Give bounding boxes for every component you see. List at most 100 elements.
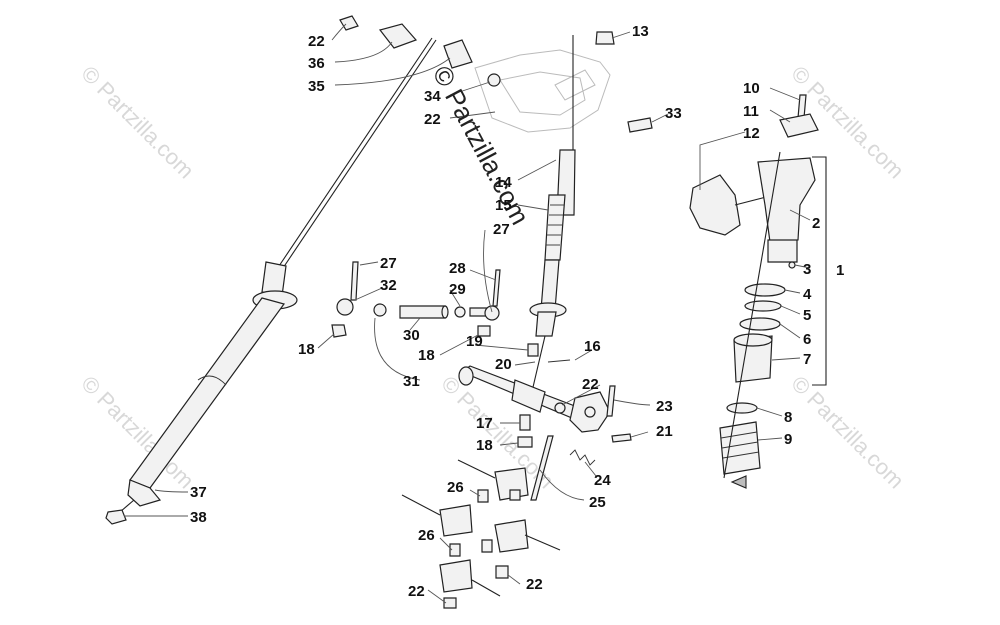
boot-9-rib-3 bbox=[722, 451, 760, 459]
leader-16 bbox=[574, 349, 593, 361]
handlebar-support bbox=[339, 15, 653, 155]
leader-7 bbox=[771, 357, 801, 361]
callout-22-c: 22 bbox=[582, 376, 599, 393]
callout-4: 4 bbox=[803, 286, 812, 303]
callout-19: 19 bbox=[466, 333, 483, 350]
sleeve-7-top bbox=[733, 333, 773, 347]
watermark-bottom-right: © Partzilla.com bbox=[786, 371, 909, 494]
callout-28: 28 bbox=[449, 260, 466, 277]
spacer-26-b bbox=[449, 543, 461, 557]
spacer-26-c bbox=[509, 489, 521, 501]
cap-13 bbox=[595, 31, 615, 45]
nut-18-left bbox=[331, 324, 347, 338]
callout-33: 33 bbox=[665, 105, 682, 122]
leader-4 bbox=[784, 289, 801, 294]
steering-arm bbox=[458, 343, 632, 448]
callout-16: 16 bbox=[584, 338, 601, 355]
leader-14 bbox=[517, 159, 557, 181]
leader-2 bbox=[789, 209, 811, 221]
pin-17 bbox=[519, 414, 531, 431]
shaft-foot bbox=[535, 311, 557, 337]
leader-11 bbox=[769, 109, 791, 123]
bolt-21 bbox=[611, 433, 632, 443]
cap-11 bbox=[779, 113, 819, 138]
leader-32-line bbox=[354, 287, 383, 301]
callout-23: 23 bbox=[656, 398, 673, 415]
shaft-spline-15 bbox=[544, 194, 566, 261]
callout-11: 11 bbox=[743, 103, 759, 120]
pin-30-end bbox=[441, 305, 449, 319]
bolt-27-right bbox=[492, 269, 501, 307]
callout-32: 32 bbox=[380, 277, 397, 294]
callout-20: 20 bbox=[495, 356, 512, 373]
leader-13 bbox=[611, 31, 631, 39]
steering-post-upper-line-2 bbox=[278, 39, 437, 275]
steering-post-break-mark bbox=[197, 375, 227, 386]
nut-22-lower-right bbox=[495, 565, 509, 579]
callout-21: 21 bbox=[656, 423, 673, 440]
callout-25: 25 bbox=[589, 494, 606, 511]
clamp-36 bbox=[378, 23, 418, 49]
nut-18-arm bbox=[517, 436, 533, 448]
clamp-35 bbox=[443, 39, 473, 69]
callout-18-b: 18 bbox=[418, 347, 435, 364]
callout-24: 24 bbox=[594, 472, 611, 489]
callout-6: 6 bbox=[803, 331, 811, 348]
leader-22-mid bbox=[449, 111, 496, 119]
callout-37: 37 bbox=[190, 484, 207, 501]
arm-bracket-20 bbox=[511, 379, 546, 413]
cover-12 bbox=[689, 174, 741, 236]
tie-rod-assembly bbox=[401, 435, 596, 609]
leader-6 bbox=[779, 323, 801, 339]
leader-31-arc bbox=[374, 317, 421, 381]
leader-37 bbox=[154, 489, 189, 493]
boot-9-rib-1 bbox=[720, 431, 758, 439]
callout-22-e: 22 bbox=[408, 583, 425, 600]
pin-3 bbox=[788, 261, 796, 269]
column-kit-center-line bbox=[723, 151, 781, 479]
callout-27-b: 27 bbox=[493, 221, 510, 238]
arm-plate-hole bbox=[584, 406, 596, 418]
rod-end-right bbox=[484, 305, 500, 321]
tie-rod-end-mid-right bbox=[494, 519, 529, 553]
handlebar-block-outline bbox=[474, 49, 611, 133]
callout-7: 7 bbox=[803, 351, 811, 368]
callout-5: 5 bbox=[803, 307, 811, 324]
boot-9 bbox=[719, 421, 761, 475]
leader-29 bbox=[449, 289, 461, 307]
callout-3: 3 bbox=[803, 261, 811, 278]
leader-21 bbox=[630, 431, 649, 438]
steering-post-lower-end bbox=[127, 479, 162, 507]
callout-13: 13 bbox=[632, 23, 649, 40]
spacer-26-a bbox=[477, 489, 489, 503]
callout-26-b: 26 bbox=[418, 527, 435, 544]
housing-neck bbox=[767, 239, 798, 263]
callout-38: 38 bbox=[190, 509, 207, 526]
steering-post-assembly bbox=[105, 37, 437, 525]
spring-24 bbox=[569, 449, 596, 466]
nut-34 bbox=[487, 73, 501, 87]
washer-29 bbox=[454, 306, 466, 318]
leader-5 bbox=[780, 305, 801, 315]
tie-rod-lower-shaft bbox=[471, 579, 501, 597]
callout-9: 9 bbox=[784, 431, 792, 448]
callout-27-a: 27 bbox=[380, 255, 397, 272]
leader-36 bbox=[334, 41, 393, 63]
ring-8 bbox=[726, 402, 758, 414]
leader-34 bbox=[449, 81, 491, 96]
bolt-33 bbox=[627, 117, 653, 133]
tie-rod-upper-shaft bbox=[457, 459, 496, 479]
callout-30: 30 bbox=[403, 327, 420, 344]
leader-12 bbox=[699, 131, 746, 190]
arm-end-left bbox=[458, 366, 474, 386]
leader-10 bbox=[769, 87, 801, 101]
leader-15 bbox=[517, 204, 549, 211]
callout-22-d: 22 bbox=[526, 576, 543, 593]
bolt-23 bbox=[606, 385, 616, 417]
leader-19 bbox=[474, 344, 529, 351]
callout-labels: 1 2 3 4 5 6 7 8 9 10 11 12 13 14 15 16 1… bbox=[190, 23, 844, 600]
cotter-pin-16 bbox=[547, 359, 571, 363]
tie-rod-end-lower bbox=[439, 559, 473, 593]
leader-35 bbox=[334, 57, 451, 86]
boot-9-rib-2 bbox=[721, 441, 759, 449]
